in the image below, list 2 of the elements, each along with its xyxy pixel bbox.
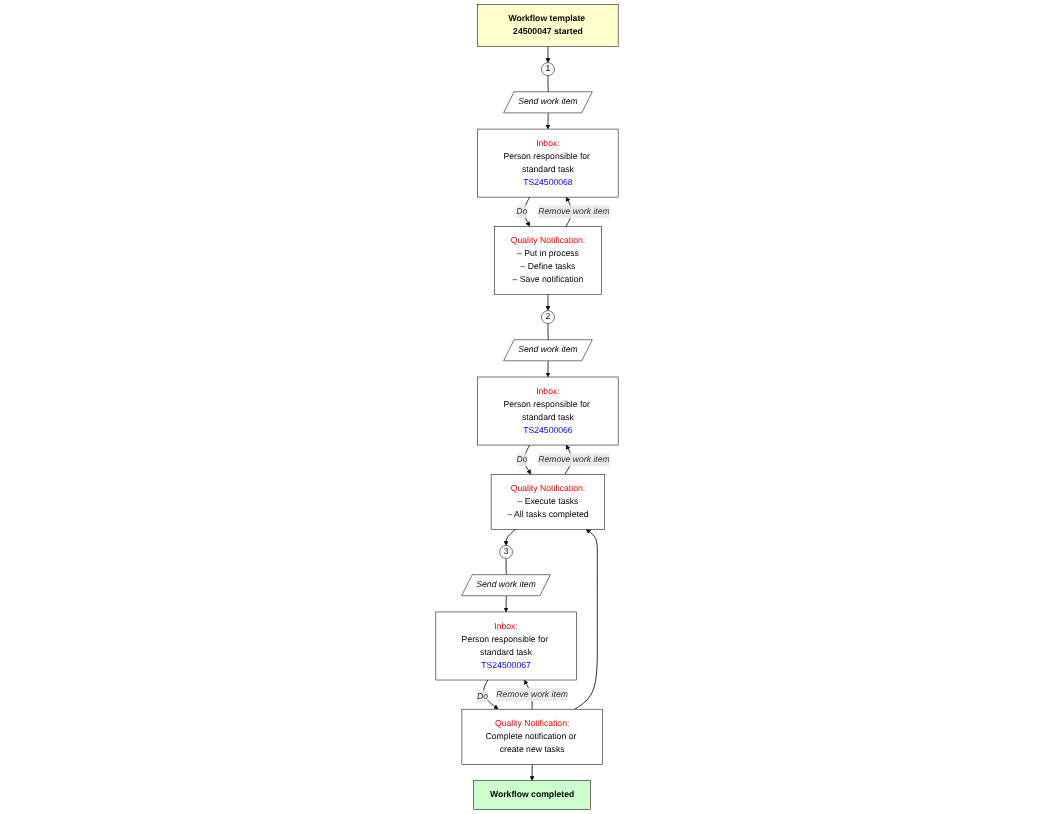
connector xyxy=(547,323,549,341)
connector xyxy=(505,558,507,576)
